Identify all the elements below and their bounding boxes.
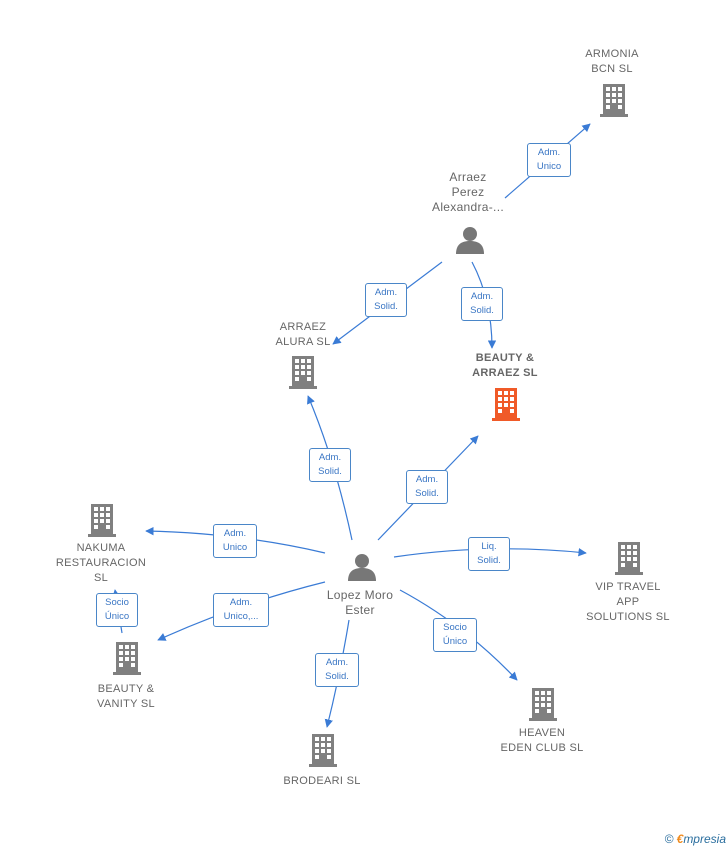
building-icon bbox=[113, 642, 141, 675]
edge-label-nakuma: Adm. Unico bbox=[213, 524, 257, 558]
building-icon bbox=[289, 356, 317, 389]
building-icon bbox=[600, 84, 628, 117]
node-armonia-bcn[interactable]: ARMONIA BCN SL bbox=[585, 48, 639, 75]
edge-label-heaven: Socio Único bbox=[433, 618, 477, 652]
logo-text: mpresia bbox=[683, 832, 726, 846]
node-beauty-vanity[interactable]: BEAUTY & VANITY SL bbox=[97, 683, 155, 710]
node-arraez-alura[interactable]: ARRAEZ ALURA SL bbox=[275, 321, 331, 348]
building-icon bbox=[88, 504, 116, 537]
edge-label-alura-top: Adm. Solid. bbox=[365, 283, 407, 317]
edge-label-armonia: Adm. Unico bbox=[527, 143, 571, 177]
copyright-symbol: © bbox=[664, 832, 674, 846]
node-brodeari[interactable]: BRODEARI SL bbox=[283, 775, 361, 787]
edge-label-brodeari: Adm. Solid. bbox=[315, 653, 359, 687]
edge-label-beauty-bottom: Adm. Solid. bbox=[406, 470, 448, 504]
building-icon bbox=[492, 388, 520, 421]
node-beauty-arraez[interactable]: BEAUTY & ARRAEZ SL bbox=[472, 352, 538, 379]
edge-label-alura-bottom: Adm. Solid. bbox=[309, 448, 351, 482]
empresia-logo: ©€mpresia bbox=[665, 832, 726, 846]
edge-label-beauty-top: Adm. Solid. bbox=[461, 287, 503, 321]
edge-label-nakuma-vanity: Socio Único bbox=[96, 593, 138, 627]
node-arraez-perez[interactable]: Arraez Perez Alexandra-... bbox=[432, 170, 504, 214]
person-icon bbox=[456, 227, 484, 254]
logo-initial: € bbox=[676, 832, 684, 846]
node-lopez-moro[interactable]: Lopez Moro Ester bbox=[326, 588, 394, 617]
edge-label-vanity-lopez: Adm. Unico,... bbox=[213, 593, 269, 627]
person-icon bbox=[348, 554, 376, 581]
building-icon bbox=[529, 688, 557, 721]
node-vip-travel[interactable]: VIP TRAVEL APP SOLUTIONS SL bbox=[586, 581, 670, 623]
node-heaven-eden[interactable]: HEAVEN EDEN CLUB SL bbox=[500, 727, 584, 754]
node-nakuma[interactable]: NAKUMA RESTAURACION SL bbox=[55, 542, 147, 584]
building-icon bbox=[615, 542, 643, 575]
edge-label-vip: Liq. Solid. bbox=[468, 537, 510, 571]
building-icon bbox=[309, 734, 337, 767]
